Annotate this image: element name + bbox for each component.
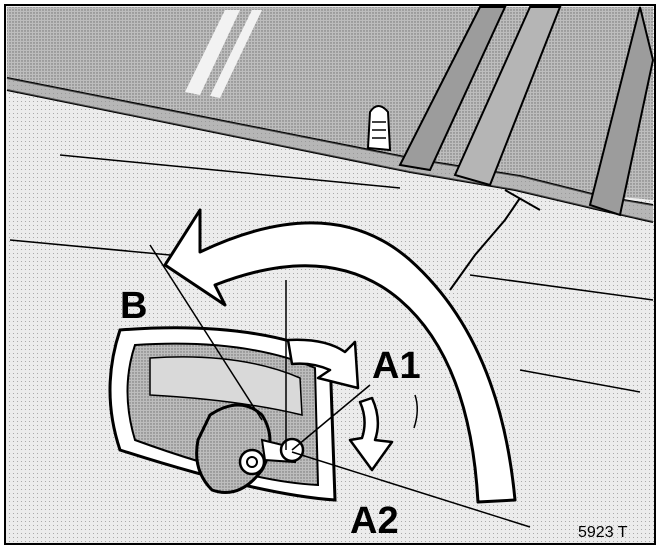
door-gap [504, 189, 541, 211]
label-a1: A1 [372, 345, 421, 387]
door-lock-knob [366, 105, 392, 152]
window-seal-shade [7, 78, 653, 222]
hint-stroke [413, 394, 418, 429]
door-pillar [588, 6, 655, 217]
rotation-arrow-a1 [286, 338, 360, 390]
rotation-arrow-a2 [348, 396, 394, 472]
glass-reflection [185, 10, 240, 95]
door-pillar [398, 6, 507, 172]
leader-b [149, 244, 263, 421]
label-a2: A2 [350, 500, 399, 542]
label-b: B [120, 285, 147, 327]
glass-reflection [210, 10, 262, 98]
rotation-arrow-large [163, 208, 517, 504]
body-crease [59, 154, 401, 189]
door-pillar [453, 6, 562, 187]
body-crease [9, 239, 171, 256]
leader-a1 [291, 384, 371, 451]
leader-a2 [291, 451, 531, 528]
figure-reference: 5923 T [578, 524, 628, 541]
body-crease [519, 369, 641, 393]
key [195, 403, 296, 494]
body-crease [469, 274, 654, 301]
door-gap-line [449, 197, 521, 291]
